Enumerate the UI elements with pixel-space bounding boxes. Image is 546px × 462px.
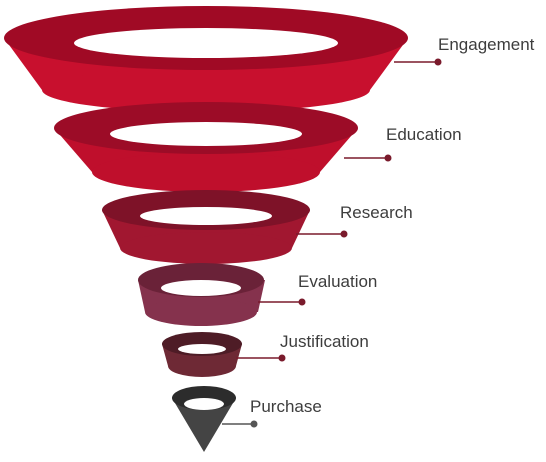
- research-connector-dot: [340, 230, 348, 238]
- engagement-ring-bottom: [42, 68, 370, 112]
- research-label: Research: [340, 203, 413, 222]
- evaluation-connector-dot: [298, 298, 306, 306]
- justification-label: Justification: [280, 332, 369, 351]
- funnel-stage-evaluation: Evaluation: [138, 263, 377, 326]
- funnel-stage-research: Research: [102, 190, 413, 264]
- purchase-connector-dot: [250, 420, 258, 428]
- justification-ring-opening: [178, 344, 226, 354]
- funnel-stage-engagement: Engagement: [4, 6, 535, 112]
- education-ring-bottom: [92, 152, 320, 192]
- justification-ring-bottom: [168, 355, 236, 377]
- engagement-label: Engagement: [438, 35, 535, 54]
- engagement-connector-dot: [434, 58, 442, 66]
- purchase-cone-body: [172, 398, 236, 452]
- purchase-label: Purchase: [250, 397, 322, 416]
- evaluation-label: Evaluation: [298, 272, 377, 291]
- education-ring-opening: [110, 122, 302, 146]
- funnel-stage-education: Education: [54, 102, 462, 192]
- evaluation-ring-opening: [161, 280, 241, 296]
- education-connector-dot: [384, 154, 392, 162]
- justification-connector-dot: [278, 354, 286, 362]
- funnel-stage-purchase: Purchase: [172, 386, 322, 452]
- funnel-stage-justification: Justification: [162, 332, 369, 377]
- research-ring-opening: [140, 207, 272, 225]
- research-ring-bottom: [120, 232, 292, 264]
- education-label: Education: [386, 125, 462, 144]
- evaluation-ring-bottom: [145, 298, 257, 326]
- engagement-ring-opening: [74, 28, 338, 58]
- purchase-cone-opening: [184, 398, 224, 410]
